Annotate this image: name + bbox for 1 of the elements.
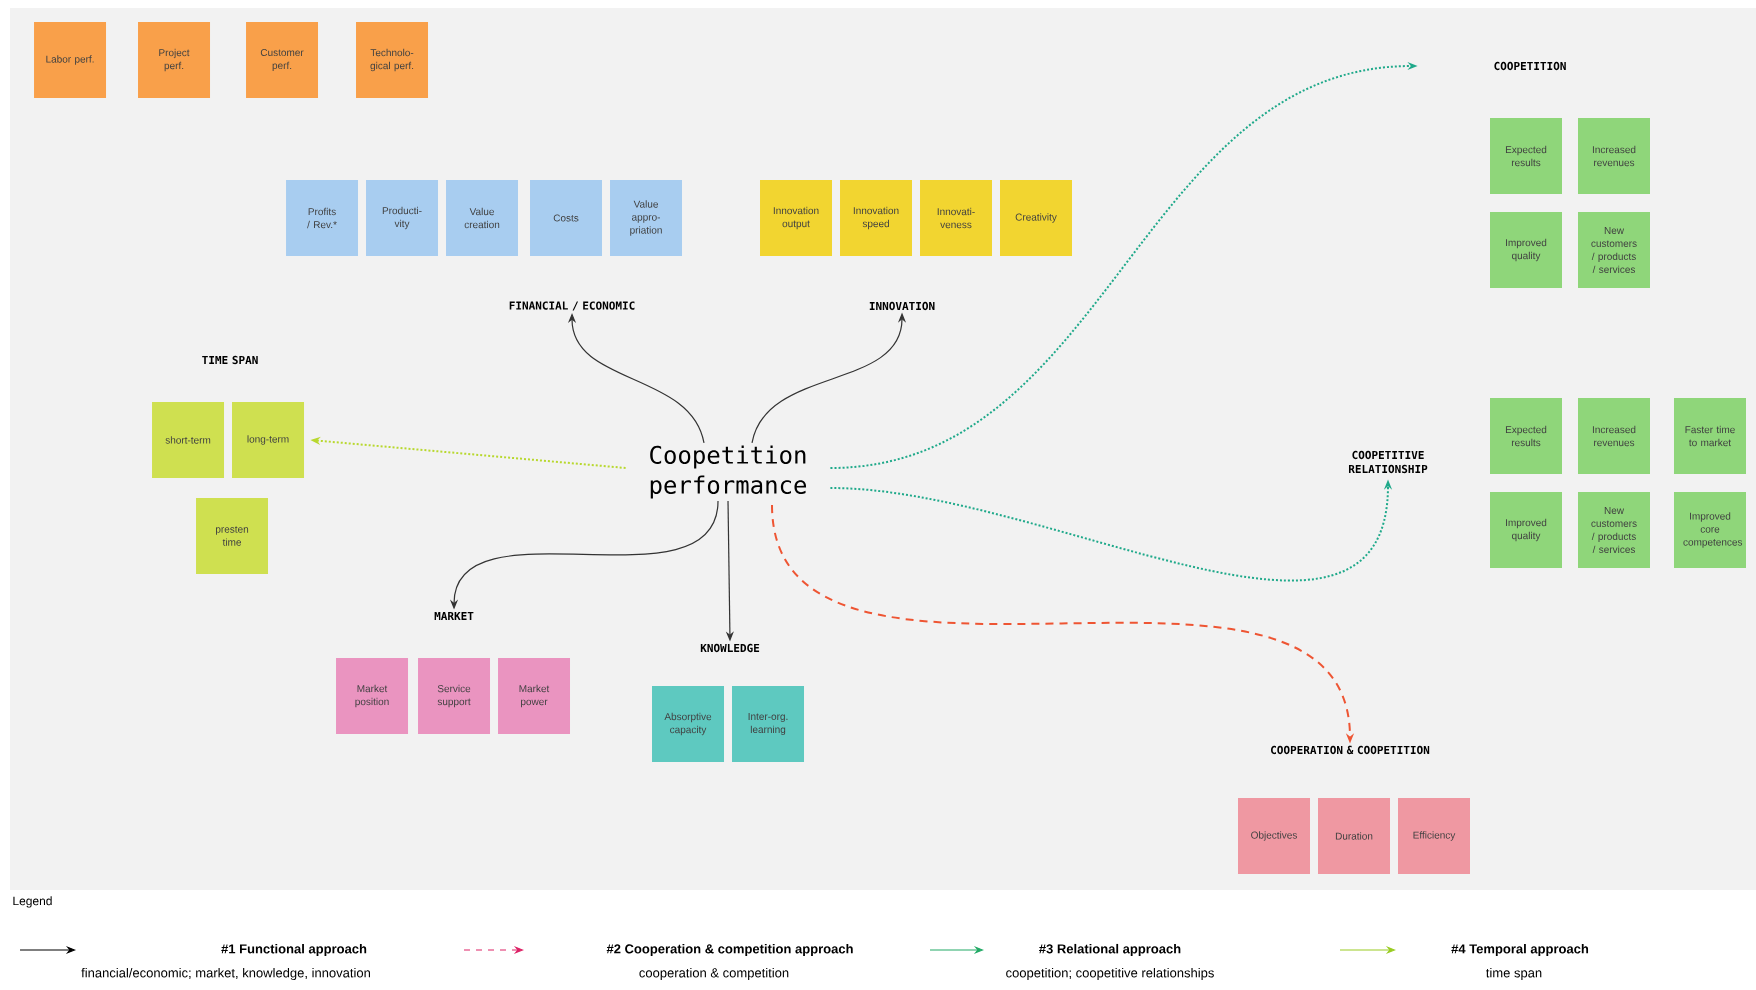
central-title: Coopetition performance (650, 445, 807, 499)
